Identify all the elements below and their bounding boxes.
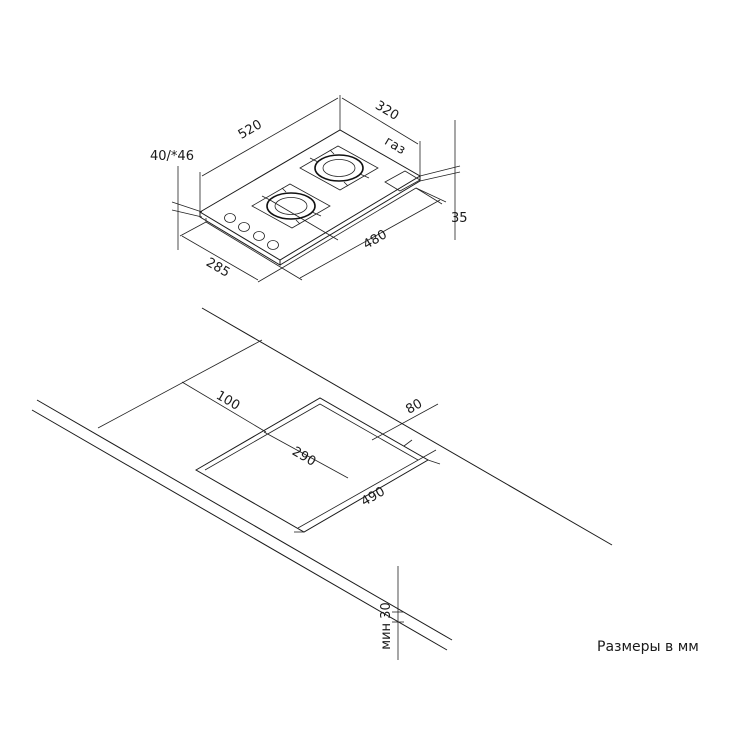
knob-icon	[267, 240, 279, 250]
dim-100: 100	[97, 339, 267, 433]
knob-icon	[224, 213, 236, 223]
dim-label-35: 35	[451, 211, 468, 226]
burner-front	[251, 183, 331, 229]
dim-label-520: 520	[236, 117, 265, 142]
control-knobs	[224, 213, 279, 250]
cutout-inner-wall	[204, 403, 419, 471]
burner-back	[299, 145, 379, 191]
dim-label-100: 100	[213, 388, 242, 413]
knob-icon	[253, 231, 265, 241]
countertop-front-bottom-edge	[31, 409, 448, 651]
dim-min-30: мин 30	[379, 566, 404, 660]
dim-label-80: 80	[403, 396, 425, 417]
dim-label-320: 320	[372, 98, 401, 124]
dim-520: 520	[199, 95, 341, 212]
hob-drawing: 520 320 газ 40/*46 35	[150, 95, 468, 283]
dim-35: 35	[415, 120, 468, 240]
dim-480: 480	[281, 187, 443, 281]
countertop-front-top-edge	[36, 399, 453, 641]
gas-label: газ	[382, 134, 408, 158]
countertop-back-edge	[201, 307, 613, 546]
hob-front-edge	[199, 212, 281, 266]
dim-label-40-46: 40/*46	[150, 149, 194, 164]
dim-80: 80	[371, 396, 439, 447]
dim-label-480: 480	[361, 227, 390, 252]
dim-290: 290	[263, 431, 349, 479]
hob-body-outline	[205, 187, 417, 269]
dim-490: 490	[294, 449, 441, 533]
knob-icon	[238, 222, 250, 232]
units-caption: Размеры в мм	[597, 639, 699, 655]
hob-side-edge	[279, 176, 421, 266]
gas-inlet	[384, 170, 421, 192]
dim-40-46: 40/*46	[150, 149, 203, 250]
dim-label-490: 490	[359, 484, 388, 509]
countertop-drawing: 100 80 290 490 мин 30	[31, 307, 613, 660]
dim-label-285: 285	[203, 255, 232, 280]
dim-label-min-30: мин 30	[379, 602, 394, 649]
burner-divider	[269, 199, 339, 241]
dim-label-290: 290	[289, 444, 318, 469]
